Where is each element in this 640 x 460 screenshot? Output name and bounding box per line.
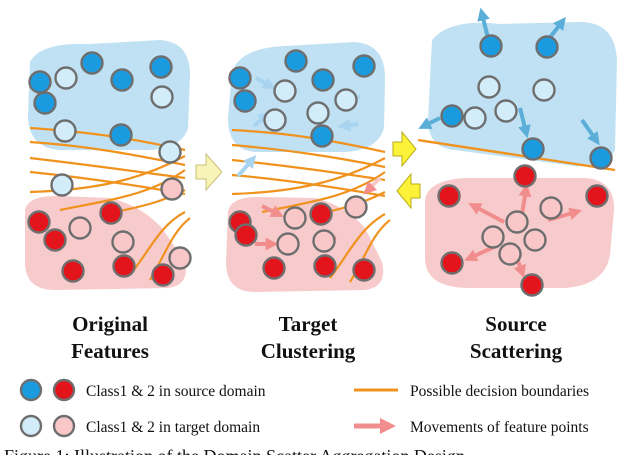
target-class1-point <box>54 66 78 90</box>
target-class1-point <box>273 79 297 103</box>
target-class2-point <box>481 225 505 249</box>
target-class2-point <box>505 210 529 234</box>
legend-target-class2-swatch <box>52 414 76 438</box>
movement-arrow <box>468 202 505 224</box>
legend-source-class2-swatch <box>52 378 76 402</box>
decision-boundary <box>417 138 616 172</box>
target-class1-point <box>150 85 174 109</box>
source-class2-point <box>43 228 67 252</box>
target-class1-point <box>50 173 74 197</box>
source-class2-point <box>352 258 376 282</box>
movement-arrow <box>580 118 600 146</box>
source-class1-point <box>310 124 334 148</box>
target-class2-point <box>344 195 368 219</box>
source-class2-point <box>440 251 464 275</box>
legend-boundary-text: Possible decision boundaries <box>410 383 589 400</box>
legend-target-text: Class1 & 2 in target domain <box>86 419 260 436</box>
legend-movement-text: Movements of feature points <box>410 419 589 436</box>
source-class1-point <box>352 54 376 78</box>
shift-arrow <box>195 152 223 192</box>
shift-arrow <box>396 172 421 210</box>
legend-target-class1-swatch <box>19 414 43 438</box>
movement-arrow <box>363 176 382 195</box>
source-class1-point <box>109 123 133 147</box>
target-class1-point <box>334 88 358 112</box>
target-class1-point <box>532 78 556 102</box>
feature-points <box>437 34 613 297</box>
target-class2-point <box>68 216 92 240</box>
shift-arrow <box>392 130 417 168</box>
source-class1-point <box>28 70 52 94</box>
source-class1-point <box>521 137 545 161</box>
source-class1-point <box>535 35 559 59</box>
target-class2-point <box>539 196 563 220</box>
source-class1-point <box>284 49 308 73</box>
target-class1-point <box>158 140 182 164</box>
source-class2-point <box>27 210 51 234</box>
movement-arrow <box>255 76 276 90</box>
source-class1-point <box>479 34 503 58</box>
target-class2-point <box>276 232 300 256</box>
class1-region <box>428 22 617 167</box>
target-class2-point <box>283 206 307 230</box>
movement-arrow <box>236 155 257 178</box>
source-class2-point <box>437 184 461 208</box>
source-class2-point <box>309 202 333 226</box>
figure-caption: Figure 1: Illustration of the Domain Sca… <box>4 446 465 455</box>
target-class1-point <box>53 119 77 143</box>
source-class2-point <box>313 254 337 278</box>
source-class2-point <box>262 256 286 280</box>
source-class2-point <box>585 184 609 208</box>
source-class2-point <box>61 259 85 283</box>
legend-source-class1-swatch <box>19 378 43 402</box>
panel-original <box>25 40 192 290</box>
target-class1-point <box>477 75 501 99</box>
source-class1-point <box>311 68 335 92</box>
target-class2-point <box>523 228 547 252</box>
legend: Class1 & 2 in source domain Class1 & 2 i… <box>19 378 589 438</box>
target-class2-point <box>498 242 522 266</box>
source-class2-point <box>151 263 175 287</box>
target-class1-point <box>463 106 487 130</box>
feature-points <box>228 49 376 282</box>
panel-label-source-line1: Source <box>485 312 546 336</box>
movement-arrow <box>518 183 532 215</box>
panel-target-clustering <box>226 42 391 292</box>
source-class1-point <box>149 55 173 79</box>
target-class2-point <box>160 177 184 201</box>
movement-arrow <box>261 204 284 217</box>
feature-points <box>27 51 192 287</box>
panel-source-scattering <box>417 7 617 297</box>
source-class1-point <box>440 104 464 128</box>
source-class1-point <box>80 51 104 75</box>
target-class1-point <box>306 101 330 125</box>
movement-arrow <box>477 7 490 39</box>
target-class2-point <box>168 246 192 270</box>
source-class1-point <box>589 146 613 170</box>
source-class1-point <box>33 91 57 115</box>
target-class1-point <box>263 108 287 132</box>
source-class2-point <box>520 273 544 297</box>
source-class2-point <box>513 164 537 188</box>
source-class2-point <box>112 254 136 278</box>
target-class2-point <box>312 229 336 253</box>
panel-label-target-line1: Target <box>279 312 338 336</box>
movement-arrow <box>337 118 359 132</box>
panel-label-original-line2: Features <box>71 339 149 363</box>
source-class1-point <box>228 66 252 90</box>
panel-label-original-line1: Original <box>72 312 148 336</box>
panel-label-target-line2: Clustering <box>261 339 356 363</box>
source-class2-point <box>99 201 123 225</box>
target-class1-point <box>494 99 518 123</box>
legend-source-text: Class1 & 2 in source domain <box>86 383 266 400</box>
movement-arrow <box>418 116 441 129</box>
source-class1-point <box>233 89 257 113</box>
target-class2-point <box>111 230 135 254</box>
source-class1-point <box>110 68 134 92</box>
source-class2-point <box>234 223 258 247</box>
movement-arrow <box>518 107 531 139</box>
panel-label-source-line2: Scattering <box>470 339 563 363</box>
